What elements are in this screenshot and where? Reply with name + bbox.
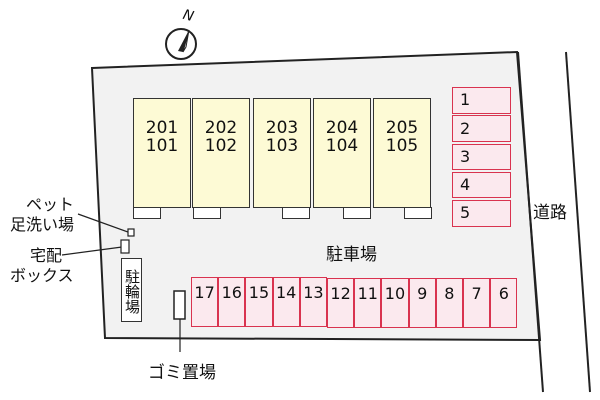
north-arrow-icon xyxy=(165,28,197,60)
parking-area-label: 駐車場 xyxy=(326,245,377,265)
parking-space: 5 xyxy=(452,200,511,227)
unit-101: 201 101 xyxy=(133,98,191,208)
balcony xyxy=(193,207,221,219)
unit-number-label: 202 102 xyxy=(204,118,238,156)
parking-space: 12 xyxy=(327,277,355,328)
pet-wash-label-1: ペット xyxy=(26,195,75,214)
parking-space: 10 xyxy=(381,277,409,328)
parking-space: 11 xyxy=(354,277,382,328)
parking-space: 6 xyxy=(490,278,518,329)
parking-space: 13 xyxy=(299,277,327,328)
parking-space: 4 xyxy=(452,171,511,199)
balcony xyxy=(133,207,161,219)
pet-wash-leader xyxy=(77,213,129,233)
balcony xyxy=(343,207,371,219)
unit-number-label: 203 103 xyxy=(265,118,299,156)
parking-space: 1 xyxy=(452,87,511,114)
delivery-box-marker xyxy=(120,239,130,254)
pet-wash-marker xyxy=(127,228,135,237)
road-edge-right xyxy=(565,51,591,393)
parking-space: 2 xyxy=(452,115,511,142)
road-edge-left xyxy=(517,51,544,393)
unit-105: 205 105 xyxy=(373,98,431,208)
unit-number-label: 204 104 xyxy=(325,118,359,156)
unit-104: 204 104 xyxy=(313,98,371,208)
parking-space: 17 xyxy=(191,277,219,327)
parking-space: 3 xyxy=(452,143,511,171)
road-label: 道路 xyxy=(533,203,567,223)
parking-space: 15 xyxy=(245,277,273,328)
delivery-box-leader xyxy=(61,246,123,256)
parking-space: 9 xyxy=(408,277,436,328)
delivery-box-label-2: ボックス xyxy=(10,266,74,285)
parking-space: 14 xyxy=(272,277,300,328)
unit-number-label: 205 105 xyxy=(385,118,419,156)
unit-102: 202 102 xyxy=(192,98,250,208)
garbage-station xyxy=(173,290,186,320)
delivery-box-label-1: 宅配 xyxy=(30,246,63,265)
parking-space: 16 xyxy=(218,277,246,328)
garbage-label: ゴミ置場 xyxy=(148,363,216,383)
bicycle-parking-label: 駐輪場 xyxy=(121,258,142,322)
pet-wash-label-2: 足洗い場 xyxy=(10,215,75,234)
parking-space: 7 xyxy=(463,278,491,328)
balcony xyxy=(282,207,310,219)
unit-number-label: 201 101 xyxy=(145,118,179,156)
parking-space: 8 xyxy=(435,277,463,328)
balcony xyxy=(404,207,432,219)
unit-103: 203 103 xyxy=(253,98,311,208)
